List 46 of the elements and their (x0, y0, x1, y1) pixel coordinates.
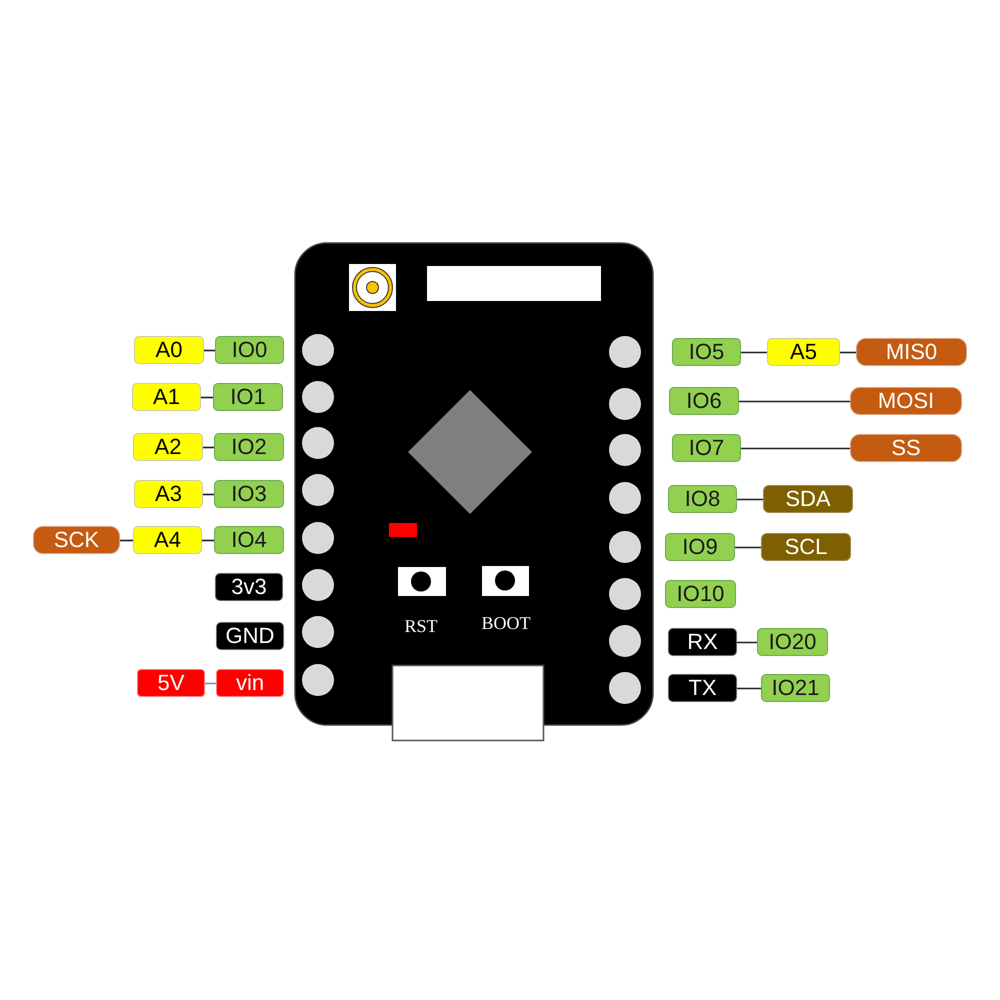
pin-label: 5V (137, 669, 205, 697)
pin-label: IO4 (214, 526, 284, 554)
pin-label: A4 (133, 526, 202, 554)
pin-label: vin (216, 669, 284, 697)
pin-label: IO1 (213, 383, 283, 411)
pin-label: SS (850, 434, 962, 462)
pin-label: IO5 (672, 338, 741, 366)
pin-label: IO20 (757, 628, 828, 656)
connector-line (737, 642, 757, 644)
pin-label: MIS0 (856, 338, 967, 366)
pin-label: SCL (761, 533, 851, 561)
pin-label: 3v3 (215, 573, 283, 601)
connector-line (741, 448, 850, 450)
pin-label: IO3 (214, 480, 284, 508)
connector-line (201, 396, 213, 398)
pin-label: SCK (33, 526, 120, 554)
pin-label: IO8 (668, 485, 737, 513)
pin-label: A2 (133, 433, 203, 461)
connector-line (203, 494, 214, 496)
pin-label: IO10 (665, 580, 736, 608)
connector-line (205, 682, 216, 684)
connector-line (840, 352, 856, 354)
connector-line (737, 498, 763, 500)
connector-line (741, 352, 767, 354)
pin-label: IO2 (214, 433, 284, 461)
pin-label: IO7 (672, 434, 741, 462)
pin-label: A5 (767, 338, 840, 366)
pin-label: MOSI (850, 387, 962, 415)
pin-label: GND (216, 622, 284, 650)
pin-label: RX (668, 628, 737, 656)
connector-line (737, 688, 761, 690)
pin-label: A0 (134, 336, 204, 364)
connector-line (735, 546, 761, 548)
connector-line (739, 400, 850, 402)
pin-label: SDA (763, 485, 853, 513)
pin-label: IO0 (215, 336, 284, 364)
pin-label: IO6 (669, 387, 739, 415)
connector-line (202, 540, 214, 542)
pin-label: TX (668, 674, 737, 702)
pin-label: IO9 (665, 533, 735, 561)
connector-line (203, 446, 214, 448)
pin-label: IO21 (761, 674, 830, 702)
pin-label: A1 (132, 383, 201, 411)
connector-line (120, 540, 133, 542)
pin-label: A3 (134, 480, 203, 508)
connector-line (204, 350, 215, 352)
